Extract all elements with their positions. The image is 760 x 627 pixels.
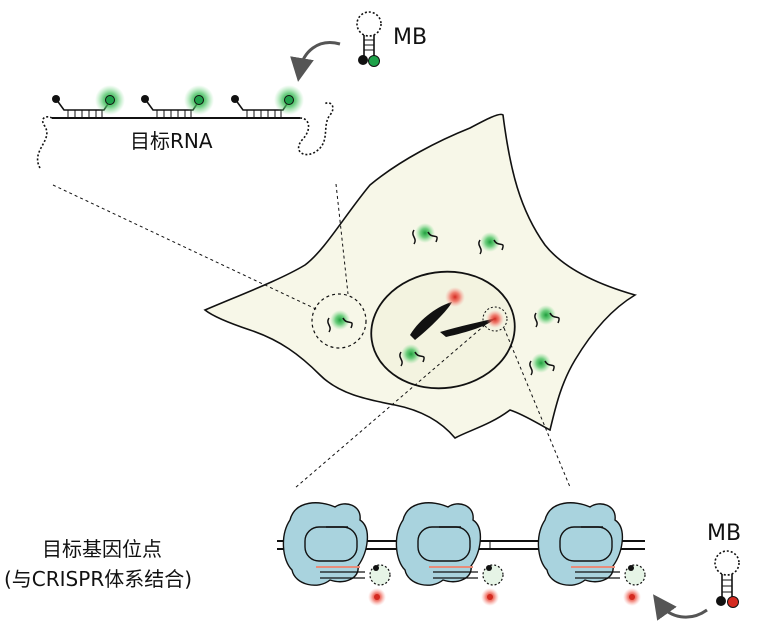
hybrid-probe-1: [52, 85, 125, 118]
target-rna-strand: [36, 85, 334, 169]
zoom-guide-rna-left: [52, 184, 319, 311]
chromosome-2: [440, 318, 496, 337]
rna-signal-5: [529, 353, 555, 376]
locus-zoom-circle: [482, 306, 508, 332]
red-signal-locus: [486, 310, 504, 328]
quencher-dot: [358, 55, 368, 65]
crispr-complex-2: [395, 502, 504, 606]
target-gene-label-line2: (与CRISPR体系结合): [4, 567, 192, 591]
zoom-guide-rna-right: [335, 183, 349, 295]
mb-top-label: MB: [393, 25, 427, 50]
rna-signal-1: [412, 223, 438, 245]
hybrid-probe-2: [141, 85, 214, 118]
red-signal-chromosome: [445, 287, 465, 307]
target-gene-label-line1: 目标基因位点: [42, 537, 162, 561]
molecular-beacon-top: [356, 11, 382, 67]
zoom-guide-gene-right: [503, 327, 571, 488]
target-rna-label: 目标RNA: [130, 129, 213, 153]
binding-arrow-top: [290, 41, 341, 82]
binding-arrow-bottom: [653, 594, 708, 621]
crispr-complex-3: [537, 502, 646, 606]
rna-signal-3: [534, 305, 560, 328]
crispr-complex-1: [282, 502, 391, 606]
hybrid-probe-3: [231, 85, 304, 118]
molecular-beacon-bottom: [714, 550, 740, 608]
fluorophore-dot: [368, 55, 380, 67]
chromosome-1: [410, 302, 452, 340]
rna-signal-4: [399, 344, 425, 367]
rna-signal-2: [478, 232, 504, 255]
mb-bottom-label: MB: [707, 521, 741, 546]
rna-signal-zoom: [311, 293, 367, 349]
